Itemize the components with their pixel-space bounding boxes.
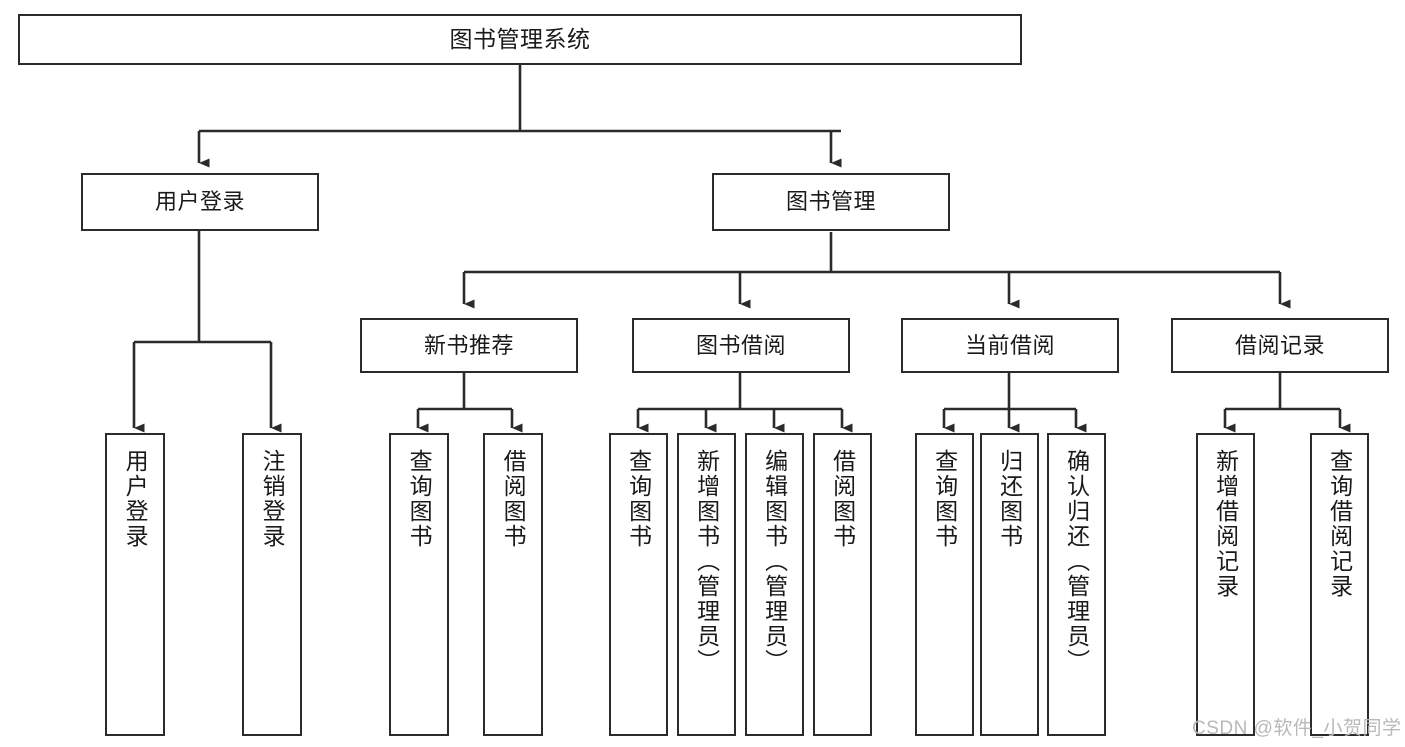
- node-label: 新增图书（管理员）: [693, 449, 720, 674]
- node-label: 编辑图书（管理员）: [761, 449, 788, 674]
- leaf-borrow-query-book[interactable]: 查询图书: [609, 433, 668, 736]
- node-label: 注销登录: [259, 449, 286, 549]
- node-root-system[interactable]: 图书管理系统: [18, 14, 1022, 65]
- watermark-text: CSDN @软件_小贺同学: [1192, 718, 1402, 739]
- node-current-borrow[interactable]: 当前借阅: [901, 318, 1119, 373]
- node-book-borrow[interactable]: 图书借阅: [632, 318, 850, 373]
- leaf-current-confirm-return[interactable]: 确认归还（管理员）: [1047, 433, 1106, 736]
- leaf-borrow-edit-book[interactable]: 编辑图书（管理员）: [745, 433, 804, 736]
- leaf-borrow-add-book[interactable]: 新增图书（管理员）: [677, 433, 736, 736]
- node-label: 查询图书: [406, 449, 433, 549]
- node-label: 借阅图书: [500, 449, 527, 549]
- leaf-user-login-login[interactable]: 用户登录: [105, 433, 165, 736]
- node-label: 查询借阅记录: [1326, 449, 1353, 599]
- node-label: 用户登录: [122, 449, 149, 549]
- leaf-record-add-record[interactable]: 新增借阅记录: [1196, 433, 1255, 736]
- node-label: 查询图书: [931, 449, 958, 549]
- leaf-recommend-query-book[interactable]: 查询图书: [389, 433, 449, 736]
- node-label: 图书管理: [785, 189, 876, 215]
- node-label: 新书推荐: [423, 332, 514, 358]
- node-label: 新增借阅记录: [1212, 449, 1239, 599]
- node-borrow-record[interactable]: 借阅记录: [1171, 318, 1389, 373]
- leaf-recommend-borrow-book[interactable]: 借阅图书: [483, 433, 543, 736]
- node-new-book-recommend[interactable]: 新书推荐: [360, 318, 578, 373]
- leaf-current-return-book[interactable]: 归还图书: [980, 433, 1039, 736]
- node-label: 归还图书: [996, 449, 1023, 549]
- leaf-user-login-logout[interactable]: 注销登录: [242, 433, 302, 736]
- node-label: 当前借阅: [964, 332, 1055, 358]
- node-label: 借阅图书: [829, 449, 856, 549]
- leaf-borrow-borrow-book[interactable]: 借阅图书: [813, 433, 872, 736]
- node-label: 图书借阅: [695, 332, 786, 358]
- leaf-current-query-book[interactable]: 查询图书: [915, 433, 974, 736]
- node-label: 图书管理系统: [449, 25, 591, 52]
- node-label: 查询图书: [625, 449, 652, 549]
- node-label: 确认归还（管理员）: [1063, 449, 1090, 674]
- node-user-login[interactable]: 用户登录: [81, 173, 319, 231]
- node-label: 用户登录: [154, 189, 245, 215]
- node-book-management[interactable]: 图书管理: [712, 173, 950, 231]
- node-label: 借阅记录: [1234, 332, 1325, 358]
- leaf-record-query-record[interactable]: 查询借阅记录: [1310, 433, 1369, 736]
